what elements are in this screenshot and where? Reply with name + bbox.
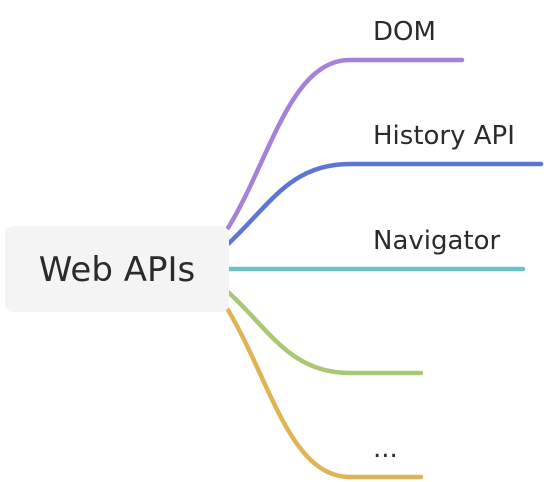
branch-label-navigator[interactable]: Navigator bbox=[373, 226, 501, 256]
branch-line-more bbox=[225, 307, 424, 480]
branch-line-history-api bbox=[225, 161, 544, 247]
root-node[interactable]: Web APIs bbox=[5, 226, 229, 312]
branch-line-dom bbox=[225, 57, 465, 231]
root-node-box bbox=[5, 226, 229, 312]
branch-label-dom[interactable]: DOM bbox=[373, 17, 436, 47]
branch-label-more[interactable]: ... bbox=[373, 434, 398, 464]
root-node-label: Web APIs bbox=[39, 250, 195, 290]
branch-label-history-api[interactable]: History API bbox=[373, 121, 515, 151]
branch-line-unlabeled bbox=[225, 289, 424, 376]
